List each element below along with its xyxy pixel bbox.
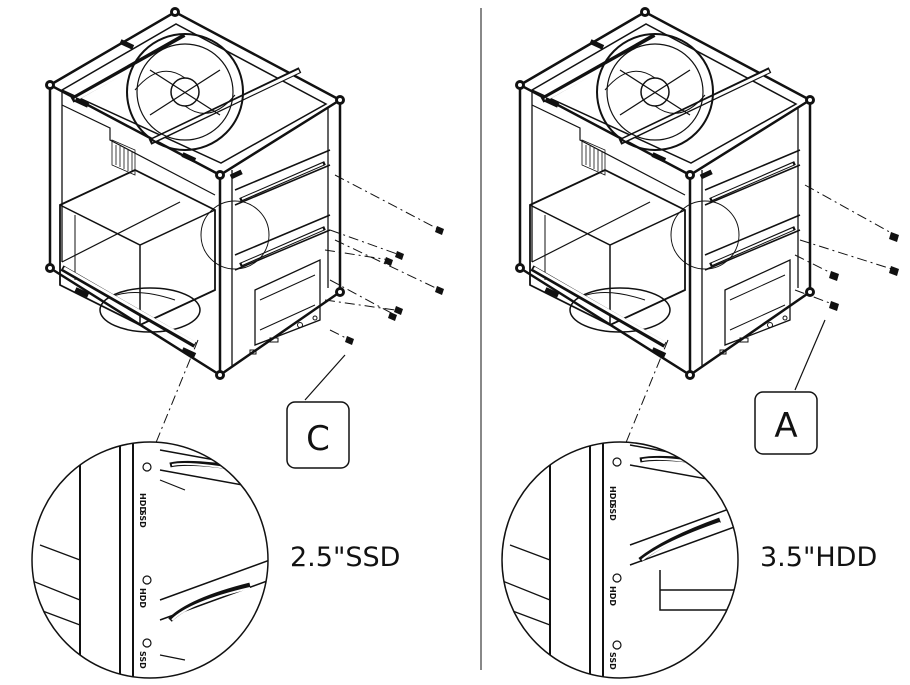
right-screws	[794, 184, 896, 306]
right-mark-ssd-1: SSD	[608, 503, 617, 521]
right-panel: A HDD SSD HDD SSD 3.5"HDD	[501, 7, 899, 679]
left-mark-hdd-1: HDD	[138, 493, 147, 513]
left-screws	[324, 174, 441, 341]
left-mark-hdd-2: HDD	[138, 588, 147, 608]
right-detail-magnified: HDD SSD HDD SSD	[501, 441, 739, 679]
right-drive-label: 3.5"HDD	[760, 542, 877, 573]
left-detail-circle	[31, 441, 269, 679]
left-drive-label: 2.5"SSD	[290, 542, 400, 573]
left-mark-ssd-2: SSD	[138, 651, 147, 669]
left-callout-box	[286, 401, 350, 469]
left-panel: C HDD SSD HDD SSD 2.5"SSD	[31, 7, 444, 679]
right-callout-letter: A	[774, 406, 797, 446]
left-chassis-drawing	[45, 7, 345, 445]
right-mark-hdd-2: HDD	[608, 586, 617, 606]
left-mark-ssd-1: SSD	[138, 510, 147, 528]
right-callout-box	[754, 391, 818, 455]
right-screw-heads	[829, 232, 899, 311]
left-screw-heads	[345, 226, 444, 345]
right-detail-circle	[501, 441, 739, 679]
left-detail-magnified: HDD SSD HDD SSD	[31, 441, 269, 679]
right-mark-ssd-2: SSD	[608, 652, 617, 670]
left-callout-letter: C	[306, 419, 330, 459]
right-chassis-drawing	[515, 7, 815, 445]
right-mark-hdd-1: HDD	[608, 486, 617, 506]
